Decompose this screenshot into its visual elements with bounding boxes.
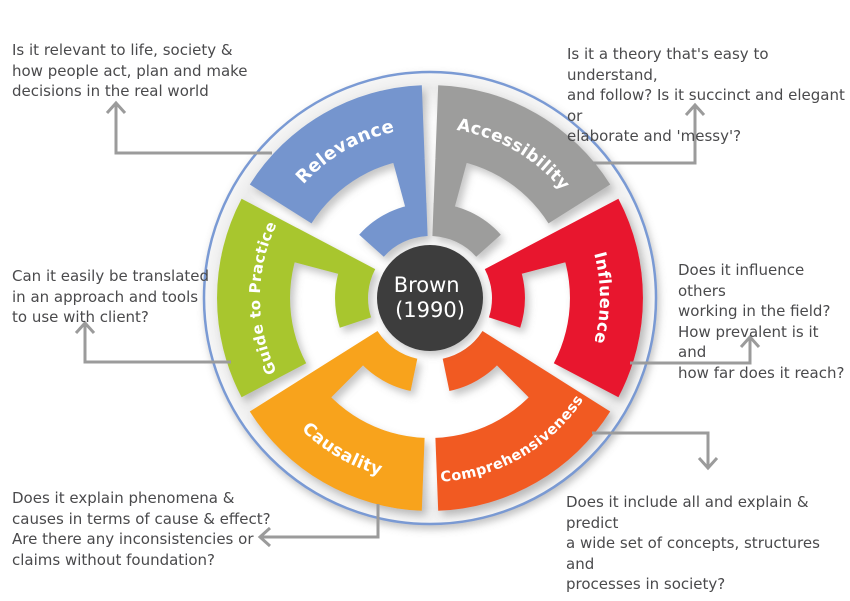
accessibility-callout-line — [592, 107, 697, 165]
causality-annotation: Does it explain phenomena & causes in te… — [12, 489, 271, 569]
segment-causality — [249, 331, 425, 511]
segment-accessibility — [432, 85, 611, 257]
callouts — [74, 100, 761, 548]
segment-comprehensiveness — [435, 331, 611, 511]
segment-relevance — [249, 85, 428, 257]
comprehensiveness-callout-line — [592, 431, 710, 466]
guide-to-practice-arrow-up-icon — [74, 320, 96, 335]
influence-annotation: Does it influence others working in the … — [678, 261, 845, 382]
hub-label: Brown (1990) — [394, 273, 467, 322]
segment-guide-to-practice — [217, 198, 376, 398]
guide-to-practice-callout-line — [83, 325, 231, 364]
hub-label-name: Brown — [394, 273, 460, 297]
guide-to-practice-annotation: Can it easily be translated in an approa… — [12, 267, 210, 326]
comprehensiveness-arrow-down-icon — [697, 456, 719, 471]
segment-influence — [484, 198, 643, 398]
causality-callout-line — [262, 504, 380, 539]
influence-arrow-up-icon — [739, 334, 761, 349]
influence-callout-line — [630, 339, 752, 365]
accessibility-annotation: Is it a theory that's easy to understand… — [567, 45, 845, 145]
relevance-arrow-up-icon — [105, 100, 127, 115]
relevance-annotation: Is it relevant to life, society & how pe… — [12, 41, 248, 100]
comprehensiveness-annotation: Does it include all and explain & predic… — [566, 493, 820, 593]
hub-circle — [377, 245, 483, 351]
accessibility-arrow-up-icon — [684, 102, 706, 117]
relevance-callout-line — [114, 105, 272, 155]
causality-arrow-left-icon — [257, 526, 272, 548]
segments — [217, 85, 643, 511]
hub-label-year: (1990) — [395, 298, 465, 322]
hub: Brown (1990) — [377, 245, 483, 351]
